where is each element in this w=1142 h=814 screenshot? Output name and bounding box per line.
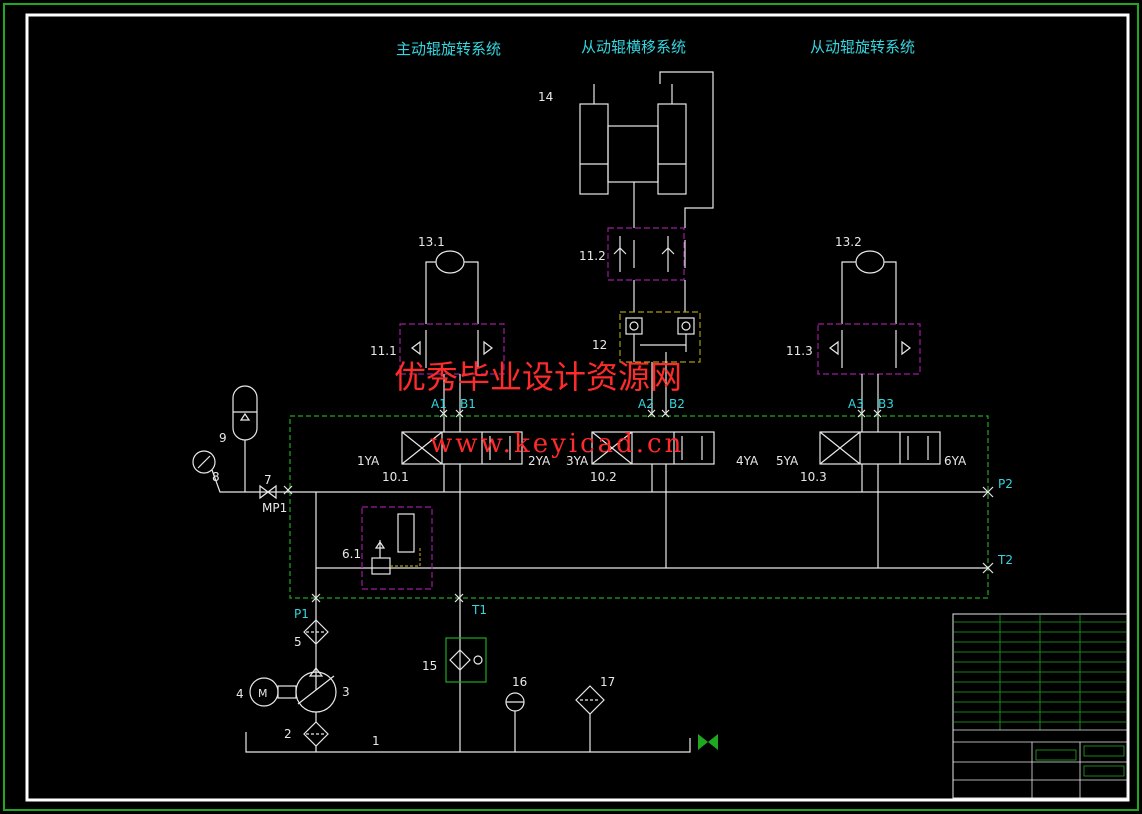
label-5ya: 5YA	[776, 454, 799, 468]
directional-valve-10-1	[401, 431, 523, 752]
label-3: 3	[342, 685, 350, 699]
label-10-2: 10.2	[590, 470, 617, 484]
port-p2: P2	[998, 477, 1013, 491]
label-5: 5	[294, 635, 302, 649]
watermark-url: www.keyicad.cn	[430, 429, 684, 459]
port-a1: A1	[431, 397, 447, 411]
reservoir-line-1	[245, 732, 691, 753]
label-1: 1	[372, 734, 380, 748]
port-t1: T1	[471, 603, 487, 617]
outer-frame	[3, 3, 1139, 811]
title-driven-rotation: 从动辊旋转系统	[810, 38, 915, 56]
cylinder-14	[579, 71, 714, 228]
pressure-gauge-8	[192, 450, 290, 493]
title-block	[952, 613, 1128, 799]
label-14: 14	[538, 90, 553, 104]
hydraulic-motor-13-2	[841, 250, 897, 324]
directional-valve-10-2	[591, 431, 715, 568]
stop-valve-7	[259, 484, 277, 500]
label-3ya: 3YA	[566, 454, 589, 468]
title-driven-traverse: 从动辊横移系统	[581, 38, 686, 56]
inner-frame	[25, 13, 1130, 802]
filter-5	[303, 619, 329, 645]
label-11-2: 11.2	[579, 249, 606, 263]
label-17: 17	[600, 675, 615, 689]
port-p1: P1	[294, 607, 309, 621]
label-11-3: 11.3	[786, 344, 813, 358]
port-a2: A2	[638, 397, 654, 411]
pump-3	[295, 667, 337, 722]
return-filter-15	[445, 637, 487, 683]
label-mp1: MP1	[262, 501, 287, 515]
label-4ya: 4YA	[736, 454, 759, 468]
directional-valve-10-3	[819, 431, 941, 568]
port-b1: B1	[460, 397, 476, 411]
air-filter-17	[575, 685, 605, 752]
label-7: 7	[264, 473, 272, 487]
label-1ya: 1YA	[357, 454, 380, 468]
label-4: 4	[236, 687, 244, 701]
lock-valve-11-3	[817, 323, 921, 432]
motor-letter: M	[258, 687, 268, 700]
port-b2: B2	[669, 397, 685, 411]
valve-12	[619, 311, 701, 415]
label-15: 15	[422, 659, 437, 673]
label-6-1: 6.1	[342, 547, 361, 561]
relief-valve-6-1	[361, 506, 433, 590]
valve-manifold	[289, 415, 989, 599]
electric-motor-4	[249, 677, 297, 707]
port-t2: T2	[997, 553, 1013, 567]
label-6ya: 6YA	[944, 454, 967, 468]
label-16: 16	[512, 675, 527, 689]
watermark-title: 优秀毕业设计资源网	[394, 358, 682, 396]
label-12: 12	[592, 338, 607, 352]
filter-2	[303, 721, 329, 747]
port-a3: A3	[848, 397, 864, 411]
thermometer-16	[505, 692, 525, 752]
label-10-1: 10.1	[382, 470, 409, 484]
title-main-rotation: 主动辊旋转系统	[396, 40, 501, 58]
drain-check-valve-icon	[698, 734, 718, 750]
label-13-2: 13.2	[835, 235, 862, 249]
label-10-3: 10.3	[800, 470, 827, 484]
label-13-1: 13.1	[418, 235, 445, 249]
label-11-1: 11.1	[370, 344, 397, 358]
label-2ya: 2YA	[528, 454, 551, 468]
hydraulic-motor-13-1	[425, 250, 479, 324]
port-b3: B3	[878, 397, 894, 411]
lock-valve-11-1	[399, 323, 505, 432]
label-9: 9	[219, 431, 227, 445]
lock-valve-11-2	[607, 227, 686, 312]
label-2: 2	[284, 727, 292, 741]
label-8: 8	[212, 470, 220, 484]
accumulator-9	[232, 385, 258, 492]
